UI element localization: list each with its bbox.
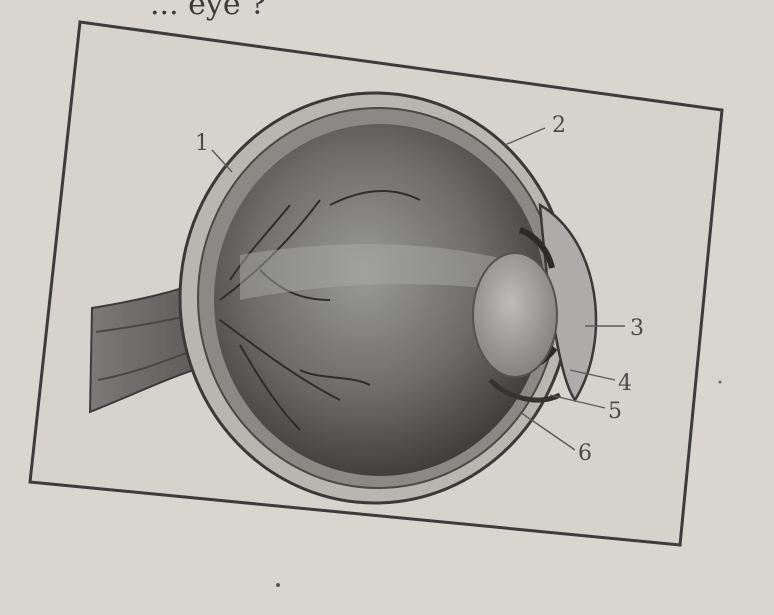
header-text: ... eye ? [150,0,266,22]
label-1: 1 [195,131,209,156]
lens [473,253,557,377]
label-2: 2 [552,113,566,138]
label-3: 3 [630,316,644,341]
label-5: 5 [608,399,622,424]
label-4: 4 [618,371,632,396]
label-6: 6 [578,441,592,466]
